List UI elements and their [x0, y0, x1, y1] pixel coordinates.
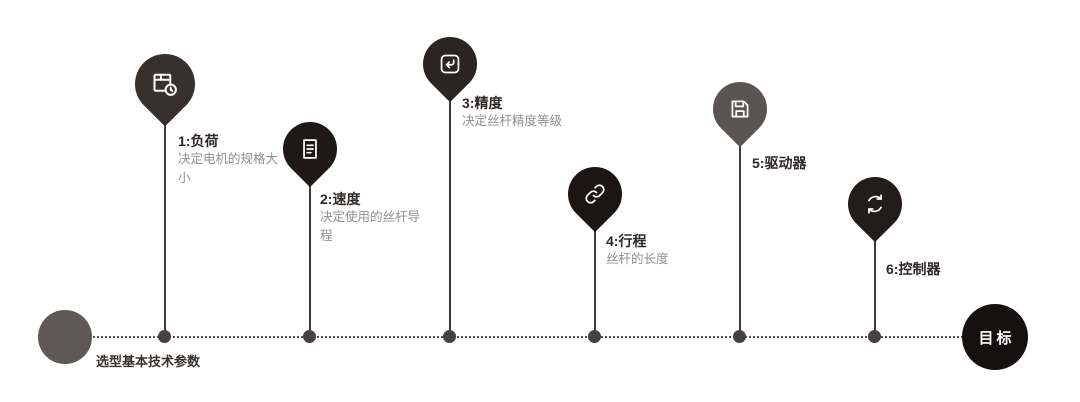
milestone-3-pin [411, 25, 489, 103]
timeline-dotted-line [65, 336, 995, 338]
milestone-1-label: 1:负荷 [178, 133, 219, 149]
milestone-6-stem [874, 239, 876, 332]
start-node-label: 选型基本技术参数 [96, 354, 201, 369]
milestone-2-timeline-dot [303, 330, 316, 343]
milestone-1-pin [122, 41, 208, 127]
end-node-circle: 目标 [962, 304, 1028, 370]
milestone-6-label: 6:控制器 [886, 261, 941, 277]
milestone-1-stem [164, 120, 166, 332]
import-arrow-icon [423, 37, 477, 91]
milestone-4-description: 丝杆的长度 [606, 252, 669, 266]
milestone-3-timeline-dot [443, 330, 456, 343]
package-clock-icon [135, 54, 195, 114]
clipboard-icon [283, 122, 337, 176]
save-icon [713, 82, 767, 136]
milestone-3-label: 3:精度 [462, 95, 503, 111]
milestone-1-description: 决定电机的规格大小 [178, 152, 279, 185]
milestone-4-stem [594, 229, 596, 332]
milestone-6-timeline-dot [868, 330, 881, 343]
milestone-5-timeline-dot [733, 330, 746, 343]
milestone-5-stem [739, 144, 741, 332]
end-node-label: 目标 [978, 329, 1015, 347]
milestone-4-label: 4:行程 [606, 233, 647, 249]
link-icon [568, 167, 622, 221]
milestone-5-label: 5:驱动器 [752, 155, 807, 171]
milestone-3-stem [449, 99, 451, 332]
milestone-2-stem [309, 184, 311, 332]
start-node-circle [38, 310, 92, 364]
milestone-4-pin [556, 155, 634, 233]
milestone-6-pin [836, 165, 914, 243]
milestone-4-timeline-dot [588, 330, 601, 343]
milestone-2-pin [271, 110, 349, 188]
milestone-2-description: 决定使用的丝杆导程 [320, 210, 421, 243]
milestone-2-label: 2:速度 [320, 191, 361, 207]
milestone-1-timeline-dot [158, 330, 171, 343]
refresh-icon [848, 177, 902, 231]
milestone-5-pin [701, 70, 779, 148]
milestone-3-description: 决定丝杆精度等级 [462, 114, 563, 128]
